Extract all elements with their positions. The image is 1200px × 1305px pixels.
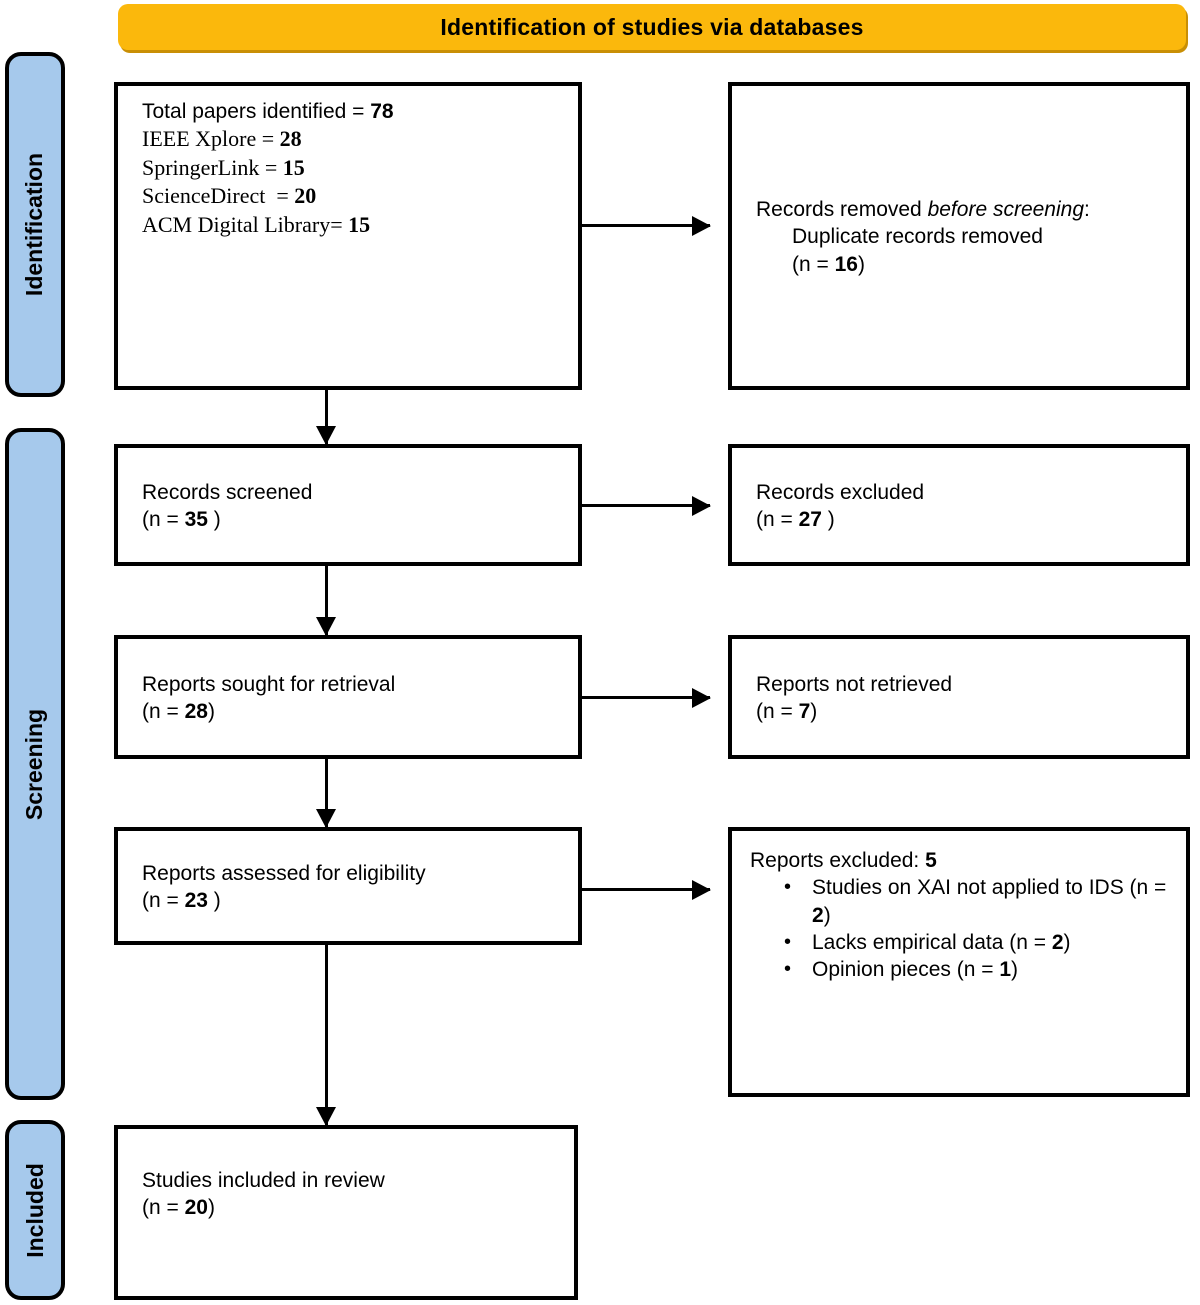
box-records-screened: Records screened (n = 35 ) bbox=[114, 444, 582, 566]
removed-heading-colon: : bbox=[1084, 198, 1090, 222]
reports-excluded-reason-list: Studies on XAI not applied to IDS (n = 2… bbox=[750, 874, 1170, 983]
reason-value: 2 bbox=[1051, 930, 1064, 954]
count-suffix: ) bbox=[207, 889, 221, 912]
eligibility-label: Reports assessed for eligibility bbox=[142, 861, 426, 885]
removed-count: (n = 16) bbox=[756, 251, 1090, 278]
box-reports-not-retrieved: Reports not retrieved (n = 7) bbox=[728, 635, 1190, 759]
identified-total-value: 78 bbox=[370, 100, 394, 123]
removed-heading-italic: before screening bbox=[927, 198, 1085, 222]
arrow-screened-to-sought-icon bbox=[316, 566, 336, 636]
count-prefix: (n = bbox=[142, 889, 185, 912]
identified-total-label: Total papers identified = bbox=[142, 100, 365, 123]
arrow-identified-to-screened-icon bbox=[316, 390, 336, 445]
count-value: 16 bbox=[834, 252, 858, 276]
count-value: 20 bbox=[184, 1196, 208, 1220]
sought-label: Reports sought for retrieval bbox=[142, 672, 396, 696]
stage-label-screening: Screening bbox=[5, 428, 65, 1100]
source-label: ACM Digital Library= bbox=[142, 212, 349, 238]
reason-text-after: ) bbox=[823, 903, 831, 927]
source-row: IEEE Xplore = 28 bbox=[142, 125, 562, 154]
count-suffix: ) bbox=[207, 700, 215, 723]
source-value: 28 bbox=[279, 126, 302, 152]
source-label: IEEE Xplore = bbox=[142, 126, 280, 152]
not-retrieved-label: Reports not retrieved bbox=[756, 672, 953, 696]
source-label: SpringerLink = bbox=[142, 154, 283, 180]
source-value: 20 bbox=[294, 183, 317, 209]
removed-detail: Duplicate records removed bbox=[792, 225, 1043, 249]
stage-label-text: Identification bbox=[21, 152, 48, 297]
box-reports-assessed-for-eligibility: Reports assessed for eligibility (n = 23… bbox=[114, 827, 582, 945]
identified-total-line: Total papers identified = 78 bbox=[142, 98, 562, 125]
excluded-label: Records excluded bbox=[756, 480, 925, 504]
header-banner: Identification of studies via databases bbox=[118, 4, 1186, 50]
included-count: (n = 20) bbox=[142, 1194, 558, 1221]
count-prefix: (n = bbox=[142, 508, 185, 531]
screened-count: (n = 35 ) bbox=[142, 506, 312, 533]
screened-label: Records screened bbox=[142, 480, 313, 504]
list-item: Opinion pieces (n = 1) bbox=[784, 956, 1170, 983]
stage-label-included: Included bbox=[5, 1120, 65, 1300]
box-studies-included-in-review: Studies included in review (n = 20) bbox=[114, 1125, 578, 1300]
page-title: Identification of studies via databases bbox=[440, 13, 864, 40]
source-row: ScienceDirect = 20 bbox=[142, 182, 562, 211]
reason-value: 1 bbox=[999, 958, 1012, 982]
count-prefix: (n = bbox=[756, 700, 799, 723]
arrow-eligibility-to-included-icon bbox=[316, 945, 336, 1126]
reason-text: Opinion pieces (n = bbox=[812, 958, 1000, 982]
count-suffix: ) bbox=[821, 508, 835, 531]
source-label: ScienceDirect = bbox=[142, 183, 295, 209]
source-value: 15 bbox=[282, 154, 305, 180]
arrow-identified-to-removed-icon bbox=[582, 216, 711, 236]
count-prefix: (n = bbox=[756, 508, 799, 531]
list-item: Studies on XAI not applied to IDS (n = 2… bbox=[784, 874, 1170, 929]
box-records-identified: Total papers identified = 78 IEEE Xplore… bbox=[114, 82, 582, 390]
source-row: ACM Digital Library= 15 bbox=[142, 211, 562, 240]
count-suffix: ) bbox=[810, 700, 818, 723]
count-suffix: ) bbox=[207, 508, 221, 531]
reports-excluded-heading: Reports excluded: 5 bbox=[750, 847, 1170, 874]
count-suffix: ) bbox=[207, 1196, 215, 1220]
reports-excluded-heading-value: 5 bbox=[925, 849, 937, 872]
count-value: 23 bbox=[184, 889, 208, 912]
reports-excluded-heading-label: Reports excluded: bbox=[750, 849, 926, 872]
list-item: Lacks empirical data (n = 2) bbox=[784, 929, 1170, 956]
arrow-eligibility-to-reports-excluded-icon bbox=[582, 880, 711, 900]
source-row: SpringerLink = 15 bbox=[142, 154, 562, 183]
excluded-count: (n = 27 ) bbox=[756, 506, 924, 533]
reason-text-after: ) bbox=[1063, 930, 1071, 954]
reason-value: 2 bbox=[812, 903, 824, 927]
count-value: 27 bbox=[798, 508, 822, 531]
box-reports-excluded-with-reasons: Reports excluded: 5 Studies on XAI not a… bbox=[728, 827, 1190, 1097]
eligibility-count: (n = 23 ) bbox=[142, 887, 426, 914]
count-prefix: (n = bbox=[142, 1196, 185, 1220]
box-records-excluded: Records excluded (n = 27 ) bbox=[728, 444, 1190, 566]
arrow-sought-to-not-retrieved-icon bbox=[582, 688, 711, 708]
box-reports-sought-for-retrieval: Reports sought for retrieval (n = 28) bbox=[114, 635, 582, 759]
included-label: Studies included in review bbox=[142, 1169, 385, 1192]
reason-text: Lacks empirical data (n = bbox=[812, 930, 1052, 954]
sought-count: (n = 28) bbox=[142, 698, 395, 725]
count-value: 28 bbox=[184, 700, 208, 723]
count-prefix: (n = bbox=[142, 700, 185, 723]
count-suffix: ) bbox=[857, 252, 865, 276]
box-records-removed-before-screening: Records removed before screening: Duplic… bbox=[728, 82, 1190, 390]
stage-label-identification: Identification bbox=[5, 52, 65, 397]
removed-heading: Records removed before screening: bbox=[756, 196, 1090, 223]
arrow-sought-to-eligibility-icon bbox=[316, 759, 336, 828]
reason-text-after: ) bbox=[1011, 958, 1019, 982]
count-value: 7 bbox=[798, 700, 811, 723]
removed-heading-plain: Records removed bbox=[756, 198, 928, 222]
reason-text: Studies on XAI not applied to IDS (n = bbox=[812, 876, 1167, 900]
stage-label-text: Included bbox=[21, 1162, 48, 1258]
stage-label-text: Screening bbox=[21, 708, 48, 820]
not-retrieved-count: (n = 7) bbox=[756, 698, 952, 725]
arrow-screened-to-excluded-icon bbox=[582, 496, 711, 516]
source-value: 15 bbox=[348, 212, 371, 238]
count-value: 35 bbox=[184, 508, 208, 531]
count-prefix: (n = bbox=[792, 252, 835, 276]
